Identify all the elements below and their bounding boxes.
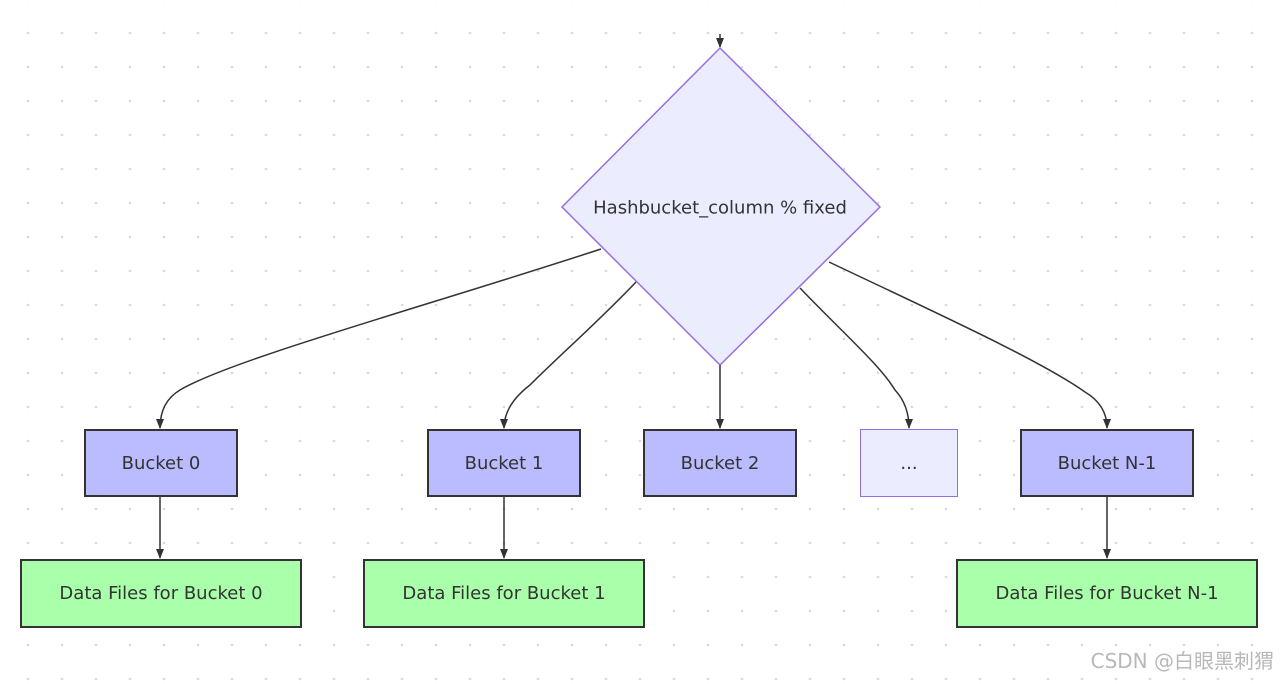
edge-to-bucket-1 [500, 281, 637, 429]
edge-to-bucket-ellipsis [799, 287, 913, 429]
bucket-0-node: Bucket 0 [84, 429, 238, 497]
data-files-bucket-n-1-node: Data Files for Bucket N-1 [956, 559, 1258, 628]
watermark-text: CSDN @白眼黑刺猬 [1090, 649, 1274, 673]
bucket-2-node: Bucket 2 [643, 429, 797, 497]
bucket-1-node: Bucket 1 [427, 429, 581, 497]
decision-label: Hashbucket_column % fixed [593, 197, 847, 219]
data-files-bucket-0-node: Data Files for Bucket 0 [20, 559, 302, 628]
bucket-ellipsis-node: ... [860, 429, 958, 497]
edge-to-bucket-n-1 [828, 261, 1111, 429]
data-files-bucket-1-node: Data Files for Bucket 1 [363, 559, 645, 628]
bucket-n-1-node: Bucket N-1 [1020, 429, 1194, 497]
edge-to-bucket-0 [156, 248, 602, 429]
